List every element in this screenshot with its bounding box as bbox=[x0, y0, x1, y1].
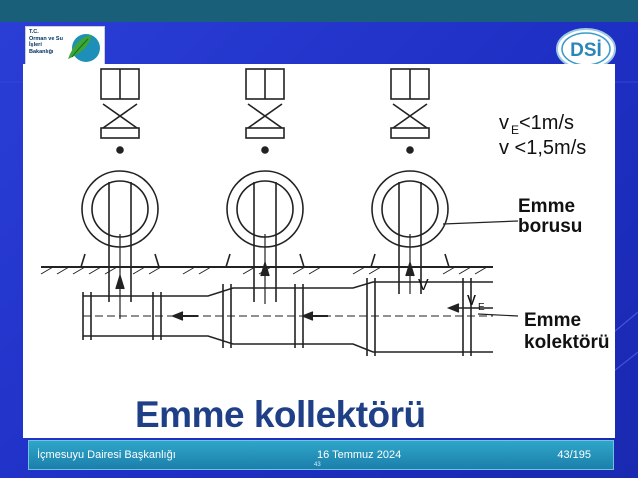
speed-v-limit: v <1,5m/s bbox=[499, 137, 586, 159]
pump-unit-3 bbox=[370, 68, 450, 294]
velocity-v-mark: V bbox=[418, 277, 429, 294]
ministry-logo: T.C. Orman ve Su İşleri Bakanlığı bbox=[25, 26, 105, 68]
speed-ve-limit: <1m/s bbox=[519, 112, 574, 134]
top-bar bbox=[0, 0, 638, 22]
speed-ve-v: v bbox=[499, 112, 509, 134]
dsi-logo-text: DSİ bbox=[570, 40, 602, 61]
speed-ve-sub: E bbox=[511, 123, 519, 137]
suction-pipe-label-1: Emme bbox=[518, 196, 575, 217]
ministry-logo-text: T.C. Orman ve Su İşleri Bakanlığı bbox=[29, 29, 63, 55]
slide-caption: Emme kollektörü bbox=[135, 394, 426, 435]
collector-label-2: kolektörü bbox=[524, 332, 610, 353]
leaf-icon bbox=[68, 34, 100, 62]
pump-unit-1 bbox=[80, 68, 160, 319]
collector-label-1: Emme bbox=[524, 310, 581, 331]
footer-page-counter: 43/195 bbox=[557, 449, 591, 461]
pump-unit-2 bbox=[225, 68, 305, 304]
footer-small-page: 43 bbox=[314, 462, 321, 468]
footer-date: 16 Temmuz 2024 bbox=[317, 449, 402, 461]
pump-collector-diagram: v E <1m/s v <1,5m/s Emme borusu Emme kol… bbox=[40, 68, 610, 356]
diagram-area: v E <1m/s v <1,5m/s Emme borusu Emme kol… bbox=[23, 64, 615, 438]
velocity-ve-mark: v bbox=[467, 289, 476, 309]
suction-pipe-label-2: borusu bbox=[518, 216, 582, 237]
velocity-ve-sub: E bbox=[478, 302, 485, 313]
footer-organization: İçmesuyu Dairesi Başkanlığı bbox=[37, 449, 176, 461]
slide-footer: İçmesuyu Dairesi Başkanlığı 16 Temmuz 20… bbox=[28, 440, 614, 470]
